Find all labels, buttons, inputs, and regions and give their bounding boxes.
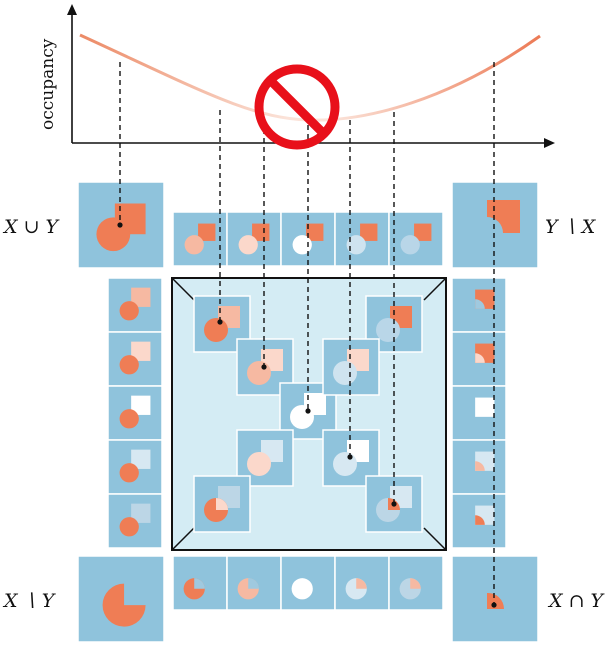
tile-y-minus-x bbox=[451, 181, 539, 269]
tile-top-5 bbox=[388, 211, 444, 267]
tile-right-4 bbox=[451, 439, 507, 495]
tile-bottom-3 bbox=[280, 555, 336, 611]
tile-right-5 bbox=[451, 493, 507, 549]
tile-grid bbox=[77, 181, 539, 643]
label-union: X ∪ Y bbox=[2, 216, 61, 238]
tile-left-5 bbox=[107, 493, 163, 549]
tile-right-1 bbox=[451, 277, 507, 333]
tile-bottom-4 bbox=[334, 555, 390, 611]
tile-left-3 bbox=[107, 385, 163, 441]
tile-inner-e bbox=[193, 475, 251, 533]
tile-top-2 bbox=[226, 211, 282, 267]
guide-dot bbox=[391, 501, 397, 507]
tile-left-4 bbox=[107, 439, 163, 495]
tile-bottom-2 bbox=[226, 555, 282, 611]
label-y-minus-x: Y ∖ X bbox=[545, 216, 597, 238]
tile-bottom-1 bbox=[172, 555, 228, 611]
tile-intersection bbox=[451, 555, 539, 643]
no-sign-icon bbox=[254, 64, 340, 150]
dashed-guides bbox=[117, 62, 497, 608]
occupancy-curve bbox=[79, 33, 541, 122]
tile-bottom-5 bbox=[388, 555, 444, 611]
guide-dot bbox=[305, 408, 311, 414]
guide-dot bbox=[261, 364, 267, 370]
label-intersection: X ∩ Y bbox=[547, 590, 606, 612]
tile-x-minus-y bbox=[77, 555, 165, 643]
tile-left-1 bbox=[107, 277, 163, 333]
y-axis-label: occupancy bbox=[38, 38, 58, 130]
tile-top-3 bbox=[280, 211, 336, 267]
guide-dot bbox=[117, 222, 123, 228]
tile-top-1 bbox=[172, 211, 228, 267]
tile-left-2 bbox=[107, 331, 163, 387]
tile-inner-g bbox=[322, 338, 380, 396]
tile-inner-i bbox=[365, 475, 423, 533]
tile-right-2 bbox=[451, 331, 507, 387]
guide-dot bbox=[217, 319, 223, 325]
tile-top-4 bbox=[334, 211, 390, 267]
guide-dot bbox=[347, 454, 353, 460]
label-x-minus-y: X ∖ Y bbox=[2, 590, 57, 612]
tile-right-3 bbox=[451, 385, 507, 441]
guide-dot bbox=[491, 602, 497, 608]
